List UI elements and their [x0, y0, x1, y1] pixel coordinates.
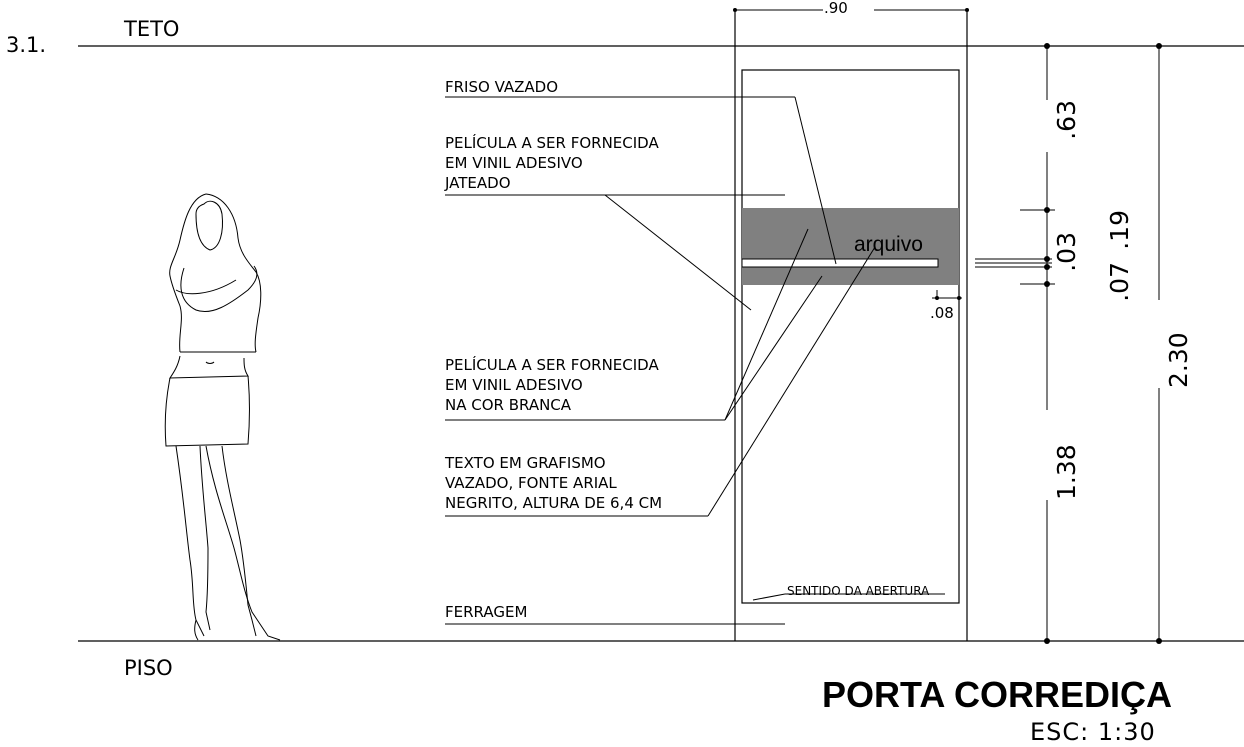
dim-groove: .03 — [1052, 232, 1081, 272]
dim-band-height: .19 — [1105, 210, 1134, 250]
pelicula-jateado-line3: JATEADO — [444, 174, 511, 192]
annotation-texto-grafismo: TEXTO EM GRAFISMO VAZADO, FONTE ARIAL NE… — [444, 246, 876, 517]
drawing-title: PORTA CORREDIÇA — [822, 674, 1172, 715]
door-opening — [734, 12, 968, 641]
white-vinyl-band — [742, 208, 959, 285]
dim-top-segment: .63 — [1052, 100, 1081, 140]
door-width-value: .90 — [824, 0, 848, 17]
section-number: 3.1. — [6, 33, 46, 57]
pelicula-branca-line3: NA COR BRANCA — [445, 396, 572, 414]
floor-label: PISO — [124, 656, 173, 680]
annotation-sentido: SENTIDO DA ABERTURA — [752, 584, 945, 601]
dim-band-sub: .07 — [1105, 262, 1134, 302]
sentido-label: SENTIDO DA ABERTURA — [787, 584, 930, 598]
texto-grafismo-line3: NEGRITO, ALTURA DE 6,4 CM — [445, 494, 662, 512]
groove-offset-dimension: .08 — [930, 290, 962, 322]
annotation-friso: FRISO VAZADO — [445, 78, 837, 265]
dim-bottom-segment: 1.38 — [1052, 444, 1081, 500]
ferragem-label: FERRAGEM — [445, 603, 527, 621]
pelicula-jateado-line2: EM VINIL ADESIVO — [445, 154, 583, 172]
door-graphic-text: arquivo — [854, 233, 923, 256]
texto-grafismo-line1: TEXTO EM GRAFISMO — [444, 454, 606, 472]
pelicula-branca-line2: EM VINIL ADESIVO — [445, 376, 583, 394]
pelicula-jateado-line1: PELÍCULA A SER FORNECIDA — [445, 133, 659, 152]
annotation-pelicula-branca: PELÍCULA A SER FORNECIDA EM VINIL ADESIV… — [445, 228, 823, 421]
ceiling-label: TETO — [123, 17, 179, 41]
height-dimension-chain: .63 .03 .19 .07 1.38 — [975, 43, 1134, 644]
pelicula-branca-line1: PELÍCULA A SER FORNECIDA — [445, 355, 659, 374]
door-width-dimension: .90 — [733, 0, 969, 17]
friso-label: FRISO VAZADO — [445, 78, 558, 96]
groove-slot — [741, 258, 939, 268]
human-figure-outline — [164, 193, 281, 641]
dim-total-height: 2.30 — [1164, 332, 1193, 388]
groove-offset-value: .08 — [930, 304, 954, 322]
annotation-ferragem: FERRAGEM — [445, 603, 785, 625]
texto-grafismo-line2: VAZADO, FONTE ARIAL — [445, 474, 617, 492]
annotation-pelicula-jateado: PELÍCULA A SER FORNECIDA EM VINIL ADESIV… — [444, 133, 785, 311]
drawing-scale: ESC: 1:30 — [1030, 718, 1156, 746]
total-height-dimension: 2.30 — [1156, 43, 1193, 644]
